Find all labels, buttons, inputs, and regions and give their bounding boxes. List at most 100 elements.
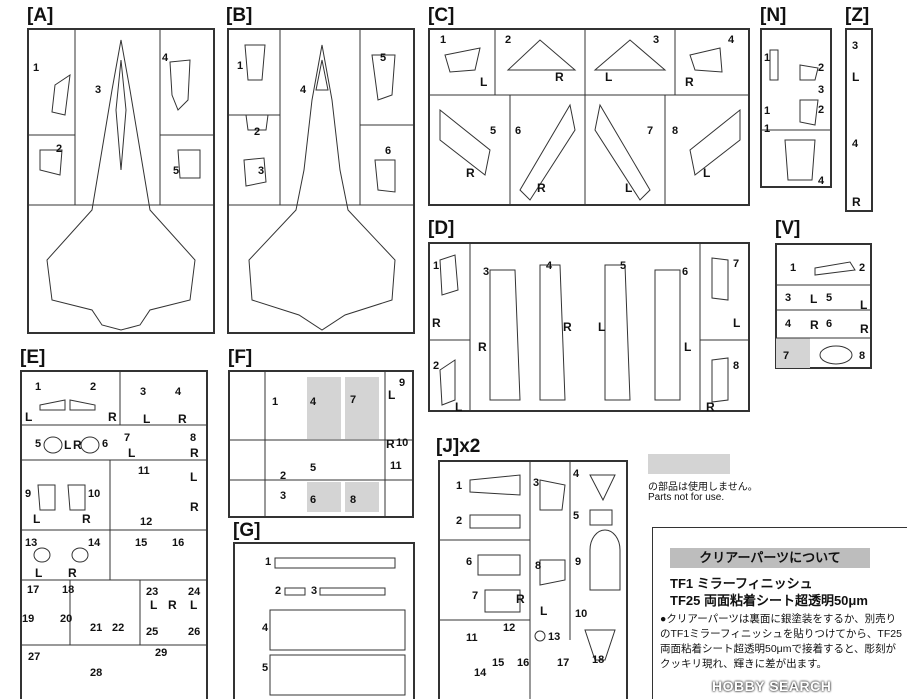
- part-number: 29: [155, 647, 168, 659]
- part-number: 4: [175, 386, 182, 398]
- part-number: 3: [483, 266, 490, 278]
- side-label: R: [478, 340, 487, 354]
- part-number: 4: [310, 396, 317, 408]
- part-number: 5: [380, 52, 387, 64]
- unused-part-f4: [307, 377, 341, 439]
- part-number: 3: [258, 165, 265, 177]
- runner-frame-c: [428, 28, 750, 206]
- part-number: 3: [818, 84, 825, 96]
- part-number: 3: [852, 40, 859, 52]
- part-number: 4: [573, 468, 580, 480]
- part-number: 12: [503, 622, 516, 634]
- side-label: R: [563, 320, 572, 334]
- section-label-j: [J]x2: [436, 436, 481, 457]
- part-number: 15: [492, 657, 505, 669]
- part-number: 1: [33, 62, 40, 74]
- part-number: 1: [790, 262, 797, 274]
- part-number: 5: [573, 510, 580, 522]
- side-label: L: [605, 70, 613, 84]
- side-label: L: [684, 340, 692, 354]
- side-label: L: [128, 446, 136, 460]
- unused-part-f8: [345, 482, 379, 512]
- part-number: 1: [764, 105, 771, 117]
- unused-part-v7: [776, 338, 810, 368]
- part-number: 1: [237, 60, 244, 72]
- part-number: 7: [350, 394, 357, 406]
- part-number: 25: [146, 626, 159, 638]
- part-number: 6: [826, 318, 833, 330]
- side-label: L: [455, 400, 463, 414]
- section-label-b: [B]: [226, 5, 253, 26]
- side-label: R: [168, 598, 177, 612]
- side-label: L: [35, 566, 43, 580]
- part-number: 3: [785, 292, 792, 304]
- part-number: 17: [557, 657, 570, 669]
- part-number: 4: [262, 622, 269, 634]
- section-label-v: [V]: [775, 218, 801, 239]
- part-number: 2: [433, 360, 440, 372]
- section-label-d: [D]: [428, 218, 455, 239]
- section-label-a: [A]: [27, 5, 54, 26]
- section-label-e: [E]: [20, 347, 46, 368]
- part-number: 10: [575, 608, 588, 620]
- part-number: 7: [783, 350, 790, 362]
- section-label-f: [F]: [228, 347, 253, 368]
- part-number: 8: [535, 560, 542, 572]
- part-number: 4: [300, 84, 307, 96]
- part-number: 9: [399, 377, 406, 389]
- section-label-n: [N]: [760, 5, 787, 26]
- part-number: 6: [102, 438, 109, 450]
- side-label: R: [68, 566, 77, 580]
- part-number: 16: [172, 537, 185, 549]
- part-number: 14: [88, 537, 101, 549]
- runner-frame-j: [438, 460, 628, 699]
- part-number: 2: [254, 126, 261, 138]
- side-label: R: [810, 318, 819, 332]
- side-label: R: [108, 410, 117, 424]
- part-number: 11: [466, 632, 478, 644]
- side-label: R: [178, 412, 187, 426]
- part-number: 3: [95, 84, 102, 96]
- side-label: L: [480, 75, 488, 89]
- part-number: 4: [728, 34, 735, 46]
- part-number: 2: [56, 143, 63, 155]
- part-number: 3: [140, 386, 147, 398]
- part-number: 6: [466, 556, 473, 568]
- part-number: 9: [25, 488, 32, 500]
- part-number: 2: [275, 585, 282, 597]
- unused-part-f7: [345, 377, 379, 439]
- section-label-g: [G]: [233, 520, 261, 541]
- part-number: 8: [859, 350, 866, 362]
- side-label: L: [852, 70, 860, 84]
- part-number: 1: [265, 556, 272, 568]
- part-number: 7: [124, 432, 131, 444]
- part-number: 2: [280, 470, 287, 482]
- part-number: 7: [647, 125, 654, 137]
- part-number: 10: [396, 437, 409, 449]
- part-number: 28: [90, 667, 103, 679]
- part-number: 13: [548, 631, 561, 643]
- runner-frame-a: [27, 28, 215, 334]
- side-label: R: [466, 166, 475, 180]
- clear-parts-body: ●クリアーパーツは裏面に銀塗装をするか、別売りのTF1ミラーフィニッシュを貼りつ…: [660, 613, 902, 670]
- part-number: 23: [146, 586, 159, 598]
- part-number: 27: [28, 651, 41, 663]
- side-label: L: [733, 316, 741, 330]
- part-number: 6: [515, 125, 522, 137]
- unused-parts-note-en: Parts not for use.: [648, 492, 725, 503]
- runner-frame-b: [227, 28, 415, 334]
- part-number: 26: [188, 626, 201, 638]
- part-number: 4: [785, 318, 792, 330]
- clear-parts-line1: TF1 ミラーフィニッシュ: [670, 576, 813, 591]
- part-number: 21: [90, 622, 103, 634]
- side-label: L: [64, 438, 72, 452]
- part-number: 5: [262, 662, 269, 674]
- part-number: 20: [60, 613, 73, 625]
- side-label: L: [703, 166, 711, 180]
- part-number: 13: [25, 537, 38, 549]
- side-label: R: [73, 438, 82, 452]
- part-number: 3: [653, 34, 660, 46]
- clear-parts-heading: クリアーパーツについて: [670, 548, 870, 568]
- runner-frame-d: [428, 242, 750, 412]
- part-number: 17: [27, 584, 40, 596]
